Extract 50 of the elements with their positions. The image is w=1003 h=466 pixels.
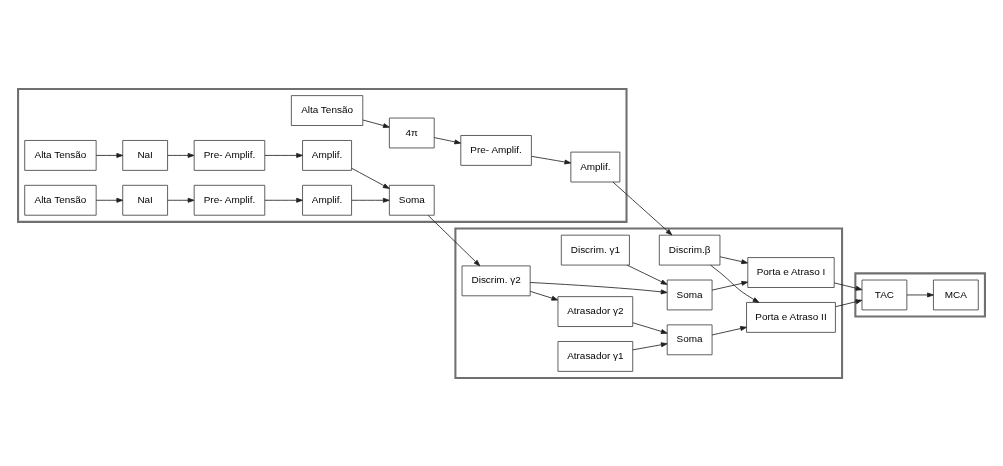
node-box: Amplif. [302, 184, 352, 216]
node-box: Discrim. γ1 [560, 234, 630, 265]
arrow [833, 282, 863, 291]
arrow [433, 136, 461, 144]
node-box: Porta e Atraso I [747, 256, 835, 288]
arrow [264, 152, 303, 158]
arrow [95, 197, 124, 203]
arrow [529, 281, 668, 294]
node-box: Discrim.β [658, 234, 721, 265]
node-box: NaI [122, 139, 168, 171]
arrow [264, 197, 303, 203]
node-box: Atrasador γ2 [557, 295, 634, 327]
arrow [626, 264, 668, 285]
node-box: Soma [666, 323, 713, 355]
node-box: Alta Tensão [290, 94, 364, 126]
node-box: 4π [388, 117, 435, 148]
arrow [632, 321, 668, 334]
node-box: Amplif. [570, 151, 621, 182]
node-box: Porta e Atraso II [746, 301, 836, 333]
arrow [95, 152, 124, 158]
arrow [711, 280, 749, 290]
node-box: Atrasador γ1 [557, 340, 634, 372]
node-box: Pre- Amplif. [193, 139, 266, 171]
node-box: Soma [666, 279, 713, 310]
arrow [612, 181, 673, 235]
node-box: Alta Tensão [24, 139, 97, 171]
arrow [529, 290, 559, 301]
arrow [167, 197, 195, 203]
node-box: Alta Tensão [24, 184, 97, 216]
node-box: MCA [933, 279, 979, 310]
arrow [711, 325, 747, 335]
cluster [17, 87, 628, 223]
arrow [167, 152, 195, 158]
node-box: Pre- Amplif. [460, 134, 532, 166]
arrow [351, 167, 390, 189]
arrow [719, 255, 748, 264]
arrow [531, 155, 572, 164]
node-box: Discrim. γ2 [461, 265, 531, 296]
arrow [351, 197, 390, 203]
arrow [632, 341, 668, 350]
arrow [362, 119, 390, 128]
arrow [906, 292, 934, 297]
node-box: Amplif. [302, 139, 352, 171]
arrow [835, 298, 863, 307]
node-box: Pre- Amplif. [193, 184, 266, 216]
arrow [427, 214, 481, 266]
node-box: Soma [388, 184, 435, 216]
node-box: NaI [122, 184, 168, 216]
arrow [710, 264, 760, 303]
node-box: TAC [861, 279, 908, 310]
